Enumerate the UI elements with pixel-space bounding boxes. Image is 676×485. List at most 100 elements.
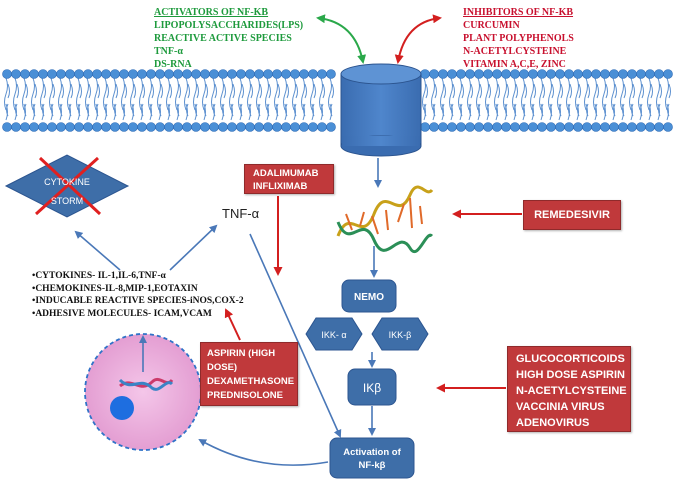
activator-item: TNF-α — [154, 46, 183, 57]
lipid-head — [663, 122, 673, 132]
lipid-head — [209, 122, 219, 132]
lipid-tail — [58, 77, 64, 121]
lipid-head — [65, 69, 75, 79]
lipid-head — [654, 122, 664, 132]
lipid-tail — [476, 77, 482, 121]
lipid-tail — [620, 77, 626, 121]
lipid-tail — [656, 77, 662, 121]
lipid-head — [56, 122, 66, 132]
lipid-head — [227, 122, 237, 132]
inhibitor-item: PLANT POLYPHENOLS — [463, 33, 574, 44]
lipid-head — [146, 122, 156, 132]
lipid-head — [317, 69, 327, 79]
lipid-tail — [229, 77, 235, 121]
drug-label: HIGH DOSE ASPIRIN — [516, 369, 625, 381]
lipid-tail — [593, 77, 599, 121]
lipid-tail — [130, 77, 136, 121]
lipid-tail — [193, 77, 199, 121]
lipid-tail — [485, 77, 491, 121]
lipid-tail — [157, 77, 163, 121]
lipid-head — [74, 122, 84, 132]
nucleus-icon — [110, 396, 134, 420]
lipid-head — [101, 69, 111, 79]
lipid-head — [519, 122, 529, 132]
lipid-tail — [449, 77, 455, 121]
lipid-tail — [539, 77, 545, 121]
lipid-head — [591, 69, 601, 79]
lipid-tail — [121, 77, 127, 121]
activators-title: ACTIVATORS OF NF-KB — [154, 7, 269, 18]
lipid-tail — [13, 77, 19, 121]
lipid-head — [218, 122, 228, 132]
lipid-tail — [521, 77, 527, 121]
lipid-tail — [247, 77, 253, 121]
lipid-tail — [166, 77, 172, 121]
lipid-head — [245, 122, 255, 132]
lipid-head — [83, 69, 93, 79]
lipid-head — [600, 122, 610, 132]
lipid-head — [254, 122, 264, 132]
drug-label: N-ACETYLCYSTEINE — [516, 385, 627, 397]
receptor-icon — [340, 63, 422, 157]
lipid-head — [600, 69, 610, 79]
lipid-head — [465, 122, 475, 132]
drug-label: GLUCOCORTICOIDS — [516, 353, 625, 365]
lipid-head — [645, 69, 655, 79]
lipid-head — [564, 122, 574, 132]
mediator-item: •INDUCABLE REACTIVE SPECIES-iNOS,COX-2 — [32, 296, 244, 306]
lipid-head — [137, 122, 147, 132]
lipid-head — [555, 122, 565, 132]
lipid-head — [38, 69, 48, 79]
lipid-head — [164, 122, 174, 132]
lipid-tail — [602, 77, 608, 121]
nemo-label: NEMO — [354, 292, 384, 303]
lipid-head — [236, 122, 246, 132]
activator-arrow — [316, 14, 367, 64]
lipid-tail — [76, 77, 82, 121]
lipid-head — [29, 69, 39, 79]
inhibitors-title: INHIBITORS OF NF-KB — [463, 7, 574, 18]
mediator-item: •ADHESIVE MOLECULES- ICAM,VCAM — [32, 308, 212, 319]
glucocorticoids-box: GLUCOCORTICOIDS HIGH DOSE ASPIRIN N-ACET… — [507, 346, 631, 432]
lipid-head — [47, 122, 57, 132]
lipid-head — [308, 69, 318, 79]
lipid-tail — [4, 77, 10, 121]
lipid-tail — [238, 77, 244, 121]
mediators-list: •CYTOKINES- IL-1,IL-6,TNF-α •CHEMOKINES-… — [32, 270, 244, 320]
lipid-tail — [494, 77, 500, 121]
lipid-head — [546, 122, 556, 132]
lipid-head — [456, 122, 466, 132]
lipid-head — [510, 122, 520, 132]
lipid-tail — [22, 77, 28, 121]
lipid-head — [110, 122, 120, 132]
tnf-label: TNF-α — [222, 206, 260, 221]
lipid-head — [182, 122, 192, 132]
lipid-head — [11, 122, 21, 132]
drug-label: DOSE) — [207, 362, 238, 373]
lipid-tail — [175, 77, 181, 121]
lipid-head — [119, 69, 129, 79]
lipid-tail — [557, 77, 563, 121]
lipid-head — [317, 122, 327, 132]
ikb-node — [347, 368, 397, 406]
lipid-head — [420, 69, 430, 79]
drug-label: ADENOVIRUS — [516, 417, 590, 429]
lipid-tail — [548, 77, 554, 121]
aspirin-arrow — [224, 308, 241, 341]
cross-icon-stroke — [34, 156, 100, 216]
lipid-tail — [310, 77, 316, 121]
lipid-head — [308, 122, 318, 132]
lipid-tail — [184, 77, 190, 121]
lipid-tail — [67, 77, 73, 121]
lipid-head — [272, 122, 282, 132]
lipid-tail — [647, 77, 653, 121]
activation-label-line-2: NF-kβ — [359, 460, 386, 471]
drug-label: VACCINIA VIRUS — [516, 401, 605, 413]
drug-label: DEXAMETHASONE — [207, 376, 295, 387]
mediators-to-tnf-arrow — [169, 224, 218, 271]
aspirin-box: ASPIRIN (HIGH DOSE) DEXAMETHASONE PREDNI… — [200, 342, 298, 406]
lipid-head — [582, 122, 592, 132]
remdesivir-box: REMEDESIVIR — [523, 200, 621, 230]
cell-dna-strand — [118, 378, 174, 391]
cross-icon — [38, 156, 102, 216]
